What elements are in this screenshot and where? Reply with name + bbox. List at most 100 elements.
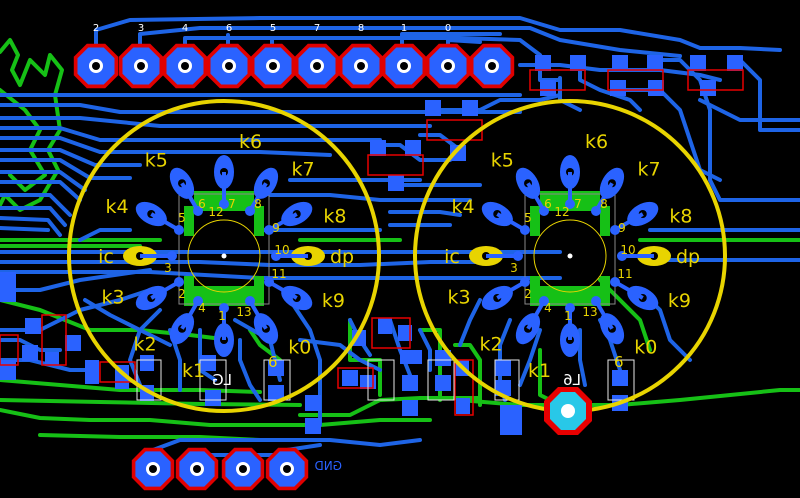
tube-pin-label: k3 (102, 286, 125, 308)
tube-pin-number: 4 (544, 301, 552, 315)
tube-pin-number: 3 (510, 261, 518, 275)
tube-pin-number: 8 (254, 197, 262, 211)
tube-pin-number: 4 (198, 301, 206, 315)
tube-pin (245, 296, 279, 345)
tube-pin-label: k5 (145, 149, 168, 171)
bottom-header-connector (131, 447, 309, 491)
header-pin-label: 8 (358, 23, 364, 34)
tube-pin-label: k8 (669, 206, 692, 228)
tube-pin-label: k9 (322, 290, 345, 312)
gnd-connector-pin-4 (265, 447, 309, 491)
tube-pin-number: 12 (208, 205, 223, 219)
tube-pin (123, 246, 177, 266)
tube-pin (481, 277, 530, 311)
label-six-left: 6 (268, 353, 278, 371)
tube-pin-label: dp (676, 246, 700, 268)
tube-pin (214, 155, 234, 209)
tube-pin (591, 167, 625, 216)
tube-pin-number: 5 (524, 211, 532, 225)
header-pin-label: 4 (182, 23, 188, 34)
tube-pin-number: 1 (218, 309, 226, 323)
gnd-connector-pin-3 (221, 447, 265, 491)
highlighted-pad (544, 387, 592, 435)
gnd-label: GND (314, 459, 342, 473)
header-pin-label: 1 (401, 23, 407, 34)
tube-footprint-label: LG (212, 371, 232, 389)
tube-pin-number: 1 (564, 309, 572, 323)
tube-pin (214, 303, 234, 357)
tube-pin (169, 296, 203, 345)
tube-pin-label: k7 (291, 158, 314, 180)
tube-pin (515, 167, 549, 216)
tube-pin (591, 296, 625, 345)
tube-pin-label: dp (330, 246, 354, 268)
tube-pin-label: k4 (452, 196, 475, 218)
tube-pin-number: 13 (236, 305, 251, 319)
tube-pin-label: k5 (491, 149, 514, 171)
tube-pin (135, 201, 184, 235)
header-pin-1: 2 (73, 23, 119, 89)
tube-pin (169, 167, 203, 216)
silkscreen-outlines (0, 69, 744, 416)
header-pin-7: 8 (338, 23, 384, 89)
tube-pin-label: k6 (585, 131, 608, 153)
tube-pin-number: 11 (617, 267, 632, 281)
tube-pin (610, 201, 659, 235)
header-pin-label: 5 (270, 23, 276, 34)
tube-pin-number: 5 (178, 211, 186, 225)
tube-pin-label: k0 (634, 336, 657, 358)
label-six-right: 6 (614, 353, 624, 371)
tube-pin-label: ic (444, 246, 460, 268)
tube-pin-number: 9 (618, 221, 626, 235)
tube-pin-label: k2 (133, 334, 156, 356)
tube-footprint-label: L6 (563, 371, 581, 389)
tube-pin-label: k7 (637, 158, 660, 180)
header-pin-3: 4 (162, 23, 208, 89)
header-pin-label: 0 (445, 23, 451, 34)
tube-pin-label: k2 (479, 334, 502, 356)
tube-pin-label: k6 (239, 131, 262, 153)
smd-pads (0, 55, 743, 435)
tube-pin-label: k0 (288, 336, 311, 358)
header-pin-4: 6 (206, 23, 252, 89)
header-pin-10 (469, 43, 515, 89)
header-pin-6: 7 (294, 23, 340, 89)
tube-pin-number: 11 (271, 267, 286, 281)
top-copper-traces (0, 16, 800, 470)
tube-pin-number: 12 (554, 205, 569, 219)
tube-pin-number: 6 (544, 197, 552, 211)
header-pin-8: 1 (381, 23, 427, 89)
tube-pin (560, 303, 580, 357)
tube-pin (245, 167, 279, 216)
tube-pin-number: 8 (600, 197, 608, 211)
tube-pin-number: 9 (272, 221, 280, 235)
gnd-connector-pin-1 (131, 447, 175, 491)
tube-pin (617, 246, 671, 266)
tube-pin-label: k3 (448, 286, 471, 308)
tube-pin (610, 277, 659, 311)
misc-labels: 6 6 GND (268, 353, 624, 473)
header-pin-2: 3 (118, 23, 164, 89)
tube-pin-label: k1 (528, 360, 551, 382)
tube-pin-label: k1 (182, 360, 205, 382)
tube-pin-number: 13 (582, 305, 597, 319)
tube-pin-number: 2 (178, 287, 186, 301)
tube-pin (264, 201, 313, 235)
tube-pin (481, 201, 530, 235)
tube-pin (135, 277, 184, 311)
header-pin-5: 5 (250, 23, 296, 89)
header-pin-label: 3 (138, 23, 144, 34)
tube-pin-number: 10 (274, 243, 289, 257)
tube-pin-label: k8 (323, 206, 346, 228)
tube-pin (469, 246, 523, 266)
header-pin-label: 2 (93, 23, 99, 34)
header-pin-9: 0 (425, 23, 471, 89)
tube-pin-number: 7 (574, 197, 582, 211)
top-header-connector: 2 3 4 6 5 7 8 1 0 (73, 23, 515, 89)
tube-pin (271, 246, 325, 266)
tube-pin (264, 277, 313, 311)
